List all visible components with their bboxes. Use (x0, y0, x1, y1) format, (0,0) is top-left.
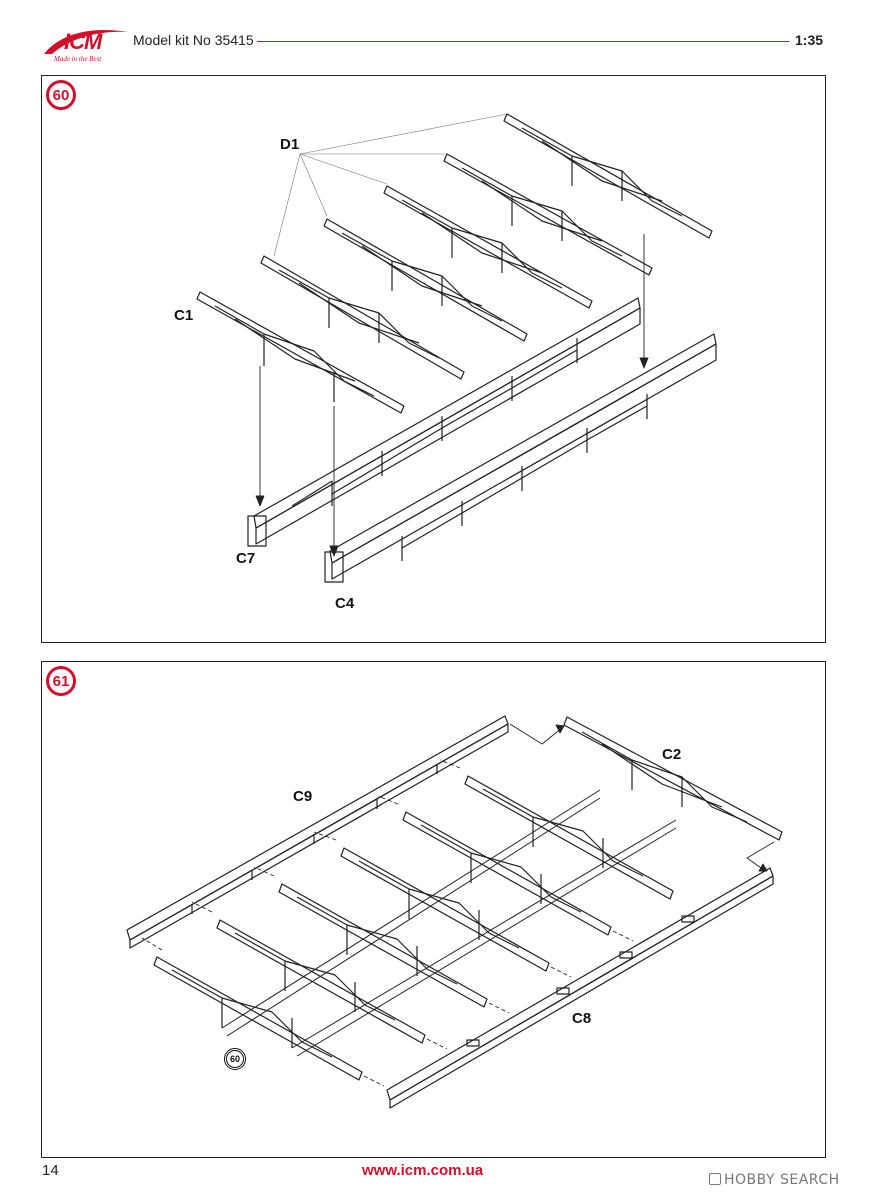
part-label-c7: C7 (236, 550, 256, 567)
step-number-badge: 60 (46, 80, 76, 110)
page-number: 14 (42, 1162, 59, 1179)
website-link[interactable]: www.icm.com.ua (362, 1162, 484, 1179)
header-rule (257, 41, 789, 42)
rail-c8 (386, 867, 774, 1109)
truss-row-3 (278, 883, 488, 1008)
part-label-c4: C4 (335, 595, 355, 612)
truss-c2 (563, 716, 783, 841)
truss-row-4 (340, 847, 550, 972)
lower-chords (221, 789, 677, 1057)
part-label-d1: D1 (280, 136, 300, 153)
step-number-badge: 61 (46, 666, 76, 696)
watermark-text: HOBBY SEARCH (724, 1172, 840, 1188)
arrow-c1-to-c4 (329, 406, 339, 557)
part-label-c9: C9 (293, 788, 313, 805)
part-label-c8: C8 (572, 1010, 592, 1027)
beam-c7 (247, 297, 641, 547)
truss-row-1 (153, 956, 363, 1081)
step-61-panel: 61 (41, 661, 826, 1158)
scale-label: 1:35 (795, 32, 824, 48)
watermark: HOBBY SEARCH (709, 1172, 840, 1188)
arrow-c2-to-c9 (509, 723, 565, 745)
arrow-c2-to-c8 (746, 841, 775, 872)
truss-d1-5 (260, 255, 465, 380)
truss-row-5 (402, 811, 612, 936)
icm-logo: ICM Made in the Best (40, 24, 132, 68)
page-header: ICM Made in the Best Model kit No 35415 … (0, 0, 869, 70)
beam-c4 (324, 333, 717, 583)
arrow-d1-to-c4 (639, 234, 649, 369)
step-60-drawing (196, 113, 717, 583)
truss-c1 (196, 291, 405, 414)
part-label-c2: C2 (662, 746, 682, 763)
kit-title: Model kit No 35415 (133, 32, 254, 48)
logo-tagline: Made in the Best (54, 55, 102, 63)
d1-leader-lines (273, 113, 508, 257)
rail-c9 (126, 715, 509, 949)
reference-step-badge: 60 (224, 1048, 246, 1070)
truss-row-6 (464, 775, 674, 900)
hobby-search-icon (709, 1173, 721, 1185)
step-61-drawing (126, 715, 783, 1109)
arrow-c1-to-c7 (255, 366, 265, 507)
logo-text: ICM (64, 29, 102, 54)
truss-d1-1 (503, 113, 713, 239)
placement-arrows (141, 759, 634, 1087)
truss-d1-2 (443, 153, 653, 276)
truss-d1-3 (383, 185, 593, 309)
part-label-c1: C1 (174, 307, 194, 324)
step-60-panel: 60 (41, 75, 826, 643)
truss-d1-4 (323, 218, 528, 342)
truss-row-2 (216, 919, 426, 1044)
